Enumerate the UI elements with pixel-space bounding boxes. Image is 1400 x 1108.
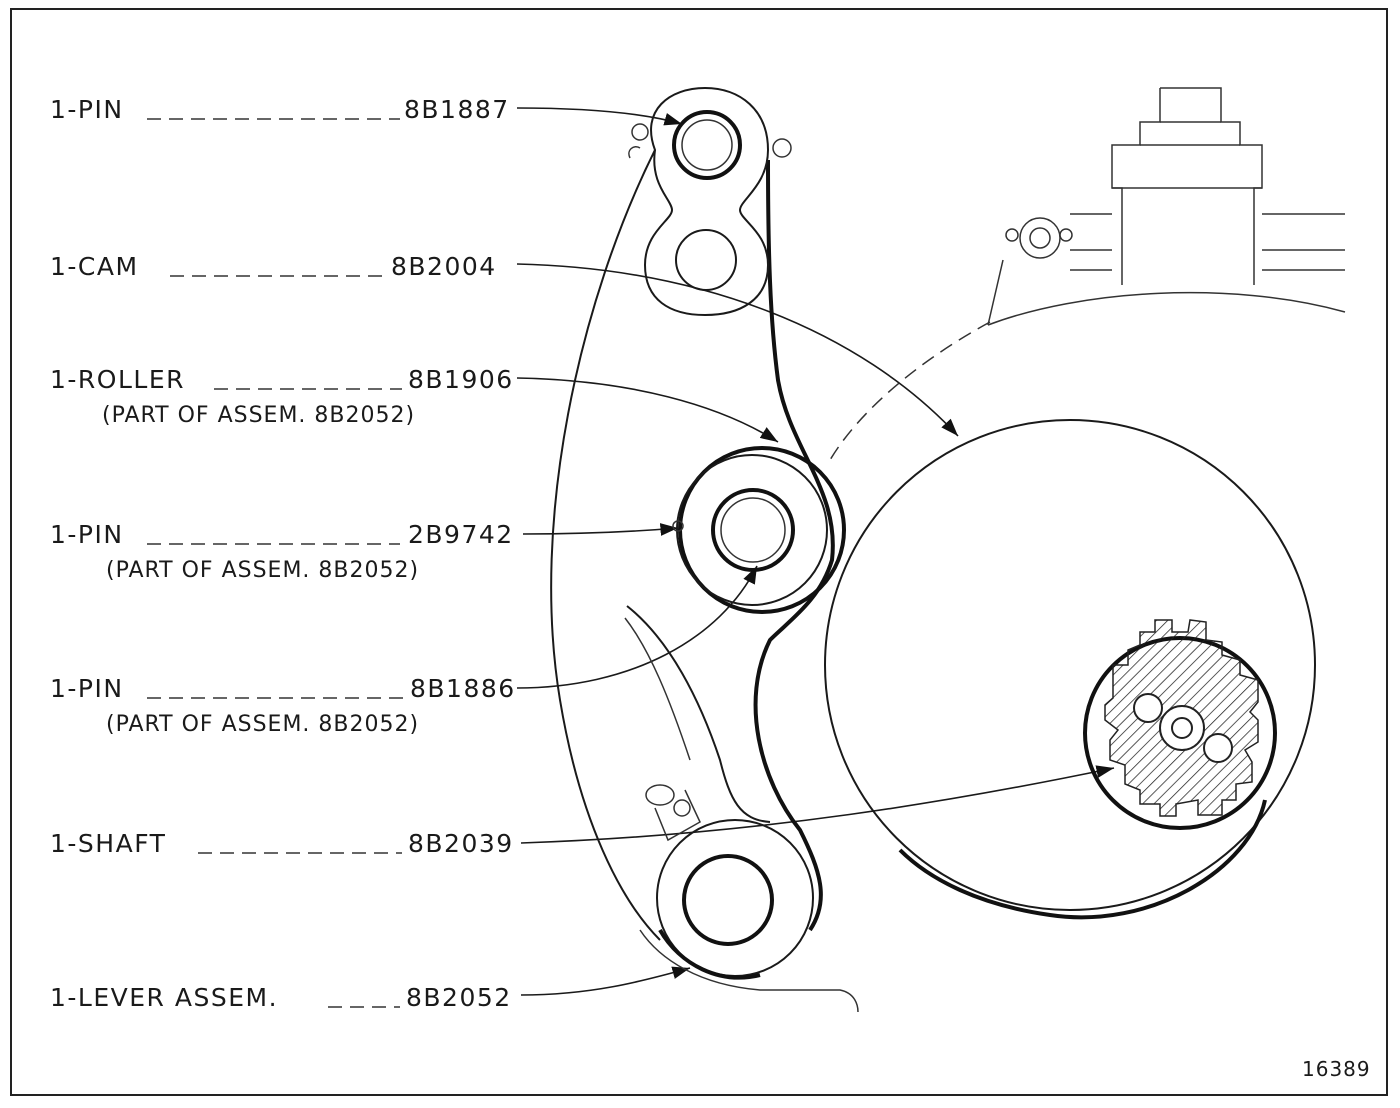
- part-number: 8B2004: [391, 252, 497, 281]
- callout-label: 1-PIN: [50, 674, 124, 703]
- arrow-to-roller: [516, 377, 779, 443]
- arrow-to-pin-8b1887: [516, 107, 683, 126]
- link-with-pin-8b1887: [628, 86, 792, 317]
- callout-pin-2b9742: 1-PIN 2B9742 (PART OF ASSEM. 8B2052): [50, 520, 514, 583]
- cam-8b2004: [824, 419, 1316, 920]
- callout-label: 1-PIN: [50, 520, 124, 549]
- callout-label: 1-LEVER ASSEM.: [50, 983, 278, 1012]
- callout-roller-8b1906: 1-ROLLER 8B1906 (PART OF ASSEM. 8B2052): [50, 365, 514, 428]
- callout-cam-8b2004: 1-CAM 8B2004: [50, 252, 497, 281]
- assembly-note: (PART OF ASSEM. 8B2052): [106, 712, 419, 737]
- arrow-to-cam: [516, 263, 959, 437]
- callout-label: 1-PIN: [50, 95, 124, 124]
- part-number: 8B1887: [404, 95, 510, 124]
- assembly-note: (PART OF ASSEM. 8B2052): [102, 403, 415, 428]
- part-number: 8B1886: [410, 674, 516, 703]
- callout-label: 1-CAM: [50, 252, 139, 281]
- leader-arrows: [516, 107, 1115, 996]
- part-number: 2B9742: [408, 520, 514, 549]
- roller-8b1906: [672, 446, 846, 614]
- part-number: 8B1906: [408, 365, 514, 394]
- part-number: 8B2052: [406, 983, 512, 1012]
- callout-pin-8b1887: 1-PIN 8B1887: [50, 95, 510, 124]
- callout-lever-assem-8b2052: 1-LEVER ASSEM. 8B2052: [50, 983, 512, 1012]
- arrow-to-pin-2b9742: [522, 523, 679, 536]
- assembly-note: (PART OF ASSEM. 8B2052): [106, 558, 419, 583]
- figure-border: [10, 8, 1388, 1096]
- part-number: 8B2039: [408, 829, 514, 858]
- housing: [829, 87, 1346, 461]
- lever-pivot: [645, 784, 814, 980]
- callout-pin-8b1886: 1-PIN 8B1886 (PART OF ASSEM. 8B2052): [50, 674, 516, 737]
- callout-list: 1-PIN 8B1887 1-CAM 8B2004 1-ROLLER 8B190…: [50, 95, 516, 1012]
- arrow-to-shaft: [520, 765, 1115, 844]
- callout-shaft-8b2039: 1-SHAFT 8B2039: [50, 829, 514, 858]
- callout-label: 1-ROLLER: [50, 365, 185, 394]
- arrow-to-pin-8b1886: [516, 565, 758, 689]
- mechanism: [550, 86, 1346, 1013]
- arrow-to-lever: [520, 966, 691, 996]
- figure-number: 16389: [1302, 1057, 1371, 1081]
- callout-label: 1-SHAFT: [50, 829, 166, 858]
